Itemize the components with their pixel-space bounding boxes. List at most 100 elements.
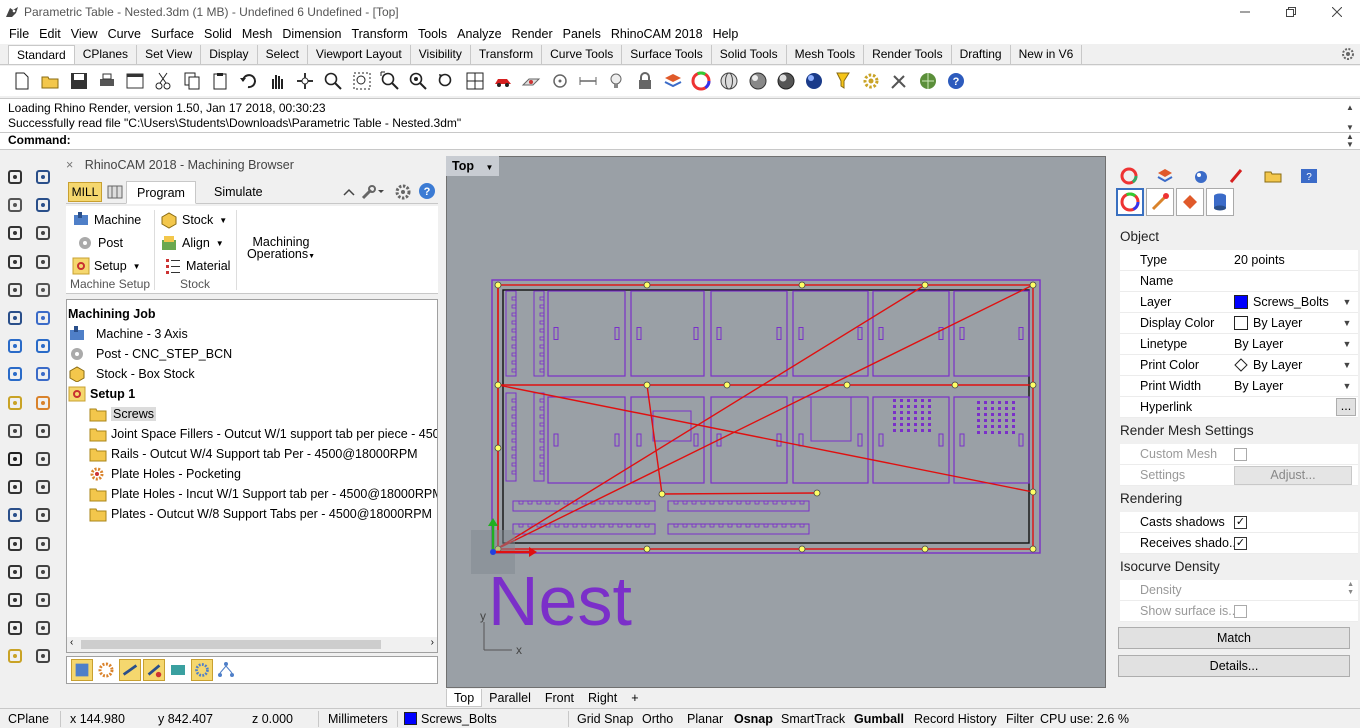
light-bulb-icon[interactable] [604, 69, 628, 93]
tree-setup[interactable]: Setup 1 [68, 384, 135, 404]
named-views-car-icon[interactable] [491, 69, 515, 93]
viewport-title[interactable]: Top ▼ [446, 156, 500, 176]
toolpath-tree-icon[interactable] [215, 659, 237, 681]
text-icon[interactable] [4, 504, 26, 526]
globe-icon[interactable] [916, 69, 940, 93]
freeform-icon[interactable] [32, 279, 54, 301]
curve-icon[interactable] [32, 194, 54, 216]
display-color-dropdown-icon[interactable]: ▼ [1342, 317, 1352, 328]
close-button[interactable] [1314, 0, 1360, 24]
tab-view-front[interactable]: Front [544, 691, 575, 705]
layers-tab-icon[interactable] [1154, 166, 1176, 186]
lock-icon[interactable] [4, 448, 26, 470]
status-layer[interactable]: Screws_Bolts [404, 709, 497, 728]
setup-dropdown-icon[interactable]: ▼ [132, 261, 141, 271]
polygon-icon[interactable] [4, 279, 26, 301]
dimension-icon[interactable] [32, 504, 54, 526]
zoom-selected-icon[interactable] [406, 69, 430, 93]
blue-sphere-icon[interactable] [802, 69, 826, 93]
add-viewport-tab-icon[interactable]: + [631, 691, 639, 705]
four-view-icon[interactable] [463, 69, 487, 93]
layers-icon[interactable] [661, 69, 685, 93]
tab-view-right[interactable]: Right [588, 691, 618, 705]
menu-file[interactable]: File [9, 27, 30, 41]
status-ortho[interactable]: Ortho [642, 712, 674, 726]
custom-mesh-checkbox[interactable] [1234, 447, 1247, 461]
status-grid-snap[interactable]: Grid Snap [577, 712, 634, 726]
close-panel-icon[interactable]: × [66, 158, 74, 172]
tab-surface-tools[interactable]: Surface Tools [622, 45, 712, 64]
status-record-history[interactable]: Record History [914, 712, 997, 726]
render-icon[interactable] [32, 645, 54, 667]
ellipse-icon[interactable] [32, 222, 54, 244]
menu-curve[interactable]: Curve [107, 27, 141, 41]
match-button[interactable]: Match [1118, 627, 1350, 649]
rendered-sphere-icon[interactable] [774, 69, 798, 93]
material-button[interactable]: Material [164, 256, 230, 276]
tools-dropdown-icon[interactable] [360, 183, 386, 201]
check-icon[interactable] [4, 617, 26, 639]
menu-tools[interactable]: Tools [417, 27, 448, 41]
status-planar[interactable]: Planar [687, 712, 724, 726]
tree-operation[interactable]: Joint Space Fillers - Outcut W/1 support… [89, 424, 437, 444]
new-file-icon[interactable] [10, 69, 34, 93]
group-icon[interactable] [32, 448, 54, 470]
prop-name-input[interactable] [1234, 271, 1358, 292]
trim-icon[interactable] [4, 476, 26, 498]
tree-post[interactable]: Post - CNC_STEP_BCN [68, 344, 232, 364]
color-wheel-icon[interactable] [689, 69, 713, 93]
menu-help[interactable]: Help [712, 27, 739, 41]
tab-mesh-tools[interactable]: Mesh Tools [787, 45, 865, 64]
settings-gear-icon[interactable] [394, 183, 412, 201]
tab-cplanes[interactable]: CPlanes [75, 45, 138, 64]
options-gear-icon[interactable] [859, 69, 883, 93]
status-gumball[interactable]: Gumball [854, 712, 905, 726]
tree-operation[interactable]: Rails - Outcut W/4 Support tab Per - 450… [89, 444, 418, 464]
tab-view-top[interactable]: Top [446, 689, 483, 707]
offset-icon[interactable] [32, 420, 54, 442]
osnap-point-icon[interactable] [548, 69, 572, 93]
setup-button[interactable]: Setup ▼ [72, 256, 141, 276]
tab-display[interactable]: Display [201, 45, 258, 64]
select-filter-icon[interactable] [831, 69, 855, 93]
tab-new-in-v6[interactable]: New in V6 [1011, 45, 1083, 64]
toolbar-gear-icon[interactable] [1340, 46, 1356, 62]
menu-mesh[interactable]: Mesh [241, 27, 273, 41]
print-color-dropdown-icon[interactable]: ▼ [1342, 359, 1352, 370]
tree-root[interactable]: Machining Job [68, 304, 156, 324]
undo-view-icon[interactable] [434, 69, 458, 93]
stock-dropdown-icon[interactable]: ▼ [219, 215, 228, 225]
tab-simulate[interactable]: Simulate [214, 185, 263, 199]
circle-icon[interactable] [4, 222, 26, 244]
surface-edge-icon[interactable] [32, 307, 54, 329]
point-icon[interactable] [32, 166, 54, 188]
simulate-icon[interactable] [119, 659, 141, 681]
tool-library-icon[interactable] [106, 183, 124, 201]
menu-dimension[interactable]: Dimension [282, 27, 342, 41]
post-button[interactable]: Post [76, 233, 123, 253]
paste-icon[interactable] [208, 69, 232, 93]
print-icon[interactable] [95, 69, 119, 93]
adjust-button[interactable]: Adjust... [1234, 465, 1352, 485]
mill-mode-button[interactable]: MILL [68, 182, 102, 202]
surface-box-icon[interactable] [4, 307, 26, 329]
tree-operation[interactable]: Plate Holes - Incut W/1 Support tab per … [89, 484, 437, 504]
box-icon[interactable] [4, 335, 26, 357]
scroll-left-icon[interactable]: ‹ [70, 637, 74, 648]
status-cplane[interactable]: CPlane [8, 712, 49, 726]
tree-horizontal-scrollbar[interactable]: ‹ › [66, 637, 438, 653]
status-osnap[interactable]: Osnap [734, 712, 773, 726]
tab-visibility[interactable]: Visibility [411, 45, 471, 64]
undo-icon[interactable] [236, 69, 260, 93]
zoom-extents-icon[interactable] [378, 69, 402, 93]
help-icon[interactable]: ? [418, 182, 436, 200]
tab-select[interactable]: Select [258, 45, 308, 64]
machining-operations-button[interactable]: Machining Operations▼ [244, 236, 318, 263]
material-properties-icon[interactable] [1146, 188, 1174, 216]
status-units[interactable]: Millimeters [328, 712, 388, 726]
tab-view-parallel[interactable]: Parallel [489, 691, 531, 705]
